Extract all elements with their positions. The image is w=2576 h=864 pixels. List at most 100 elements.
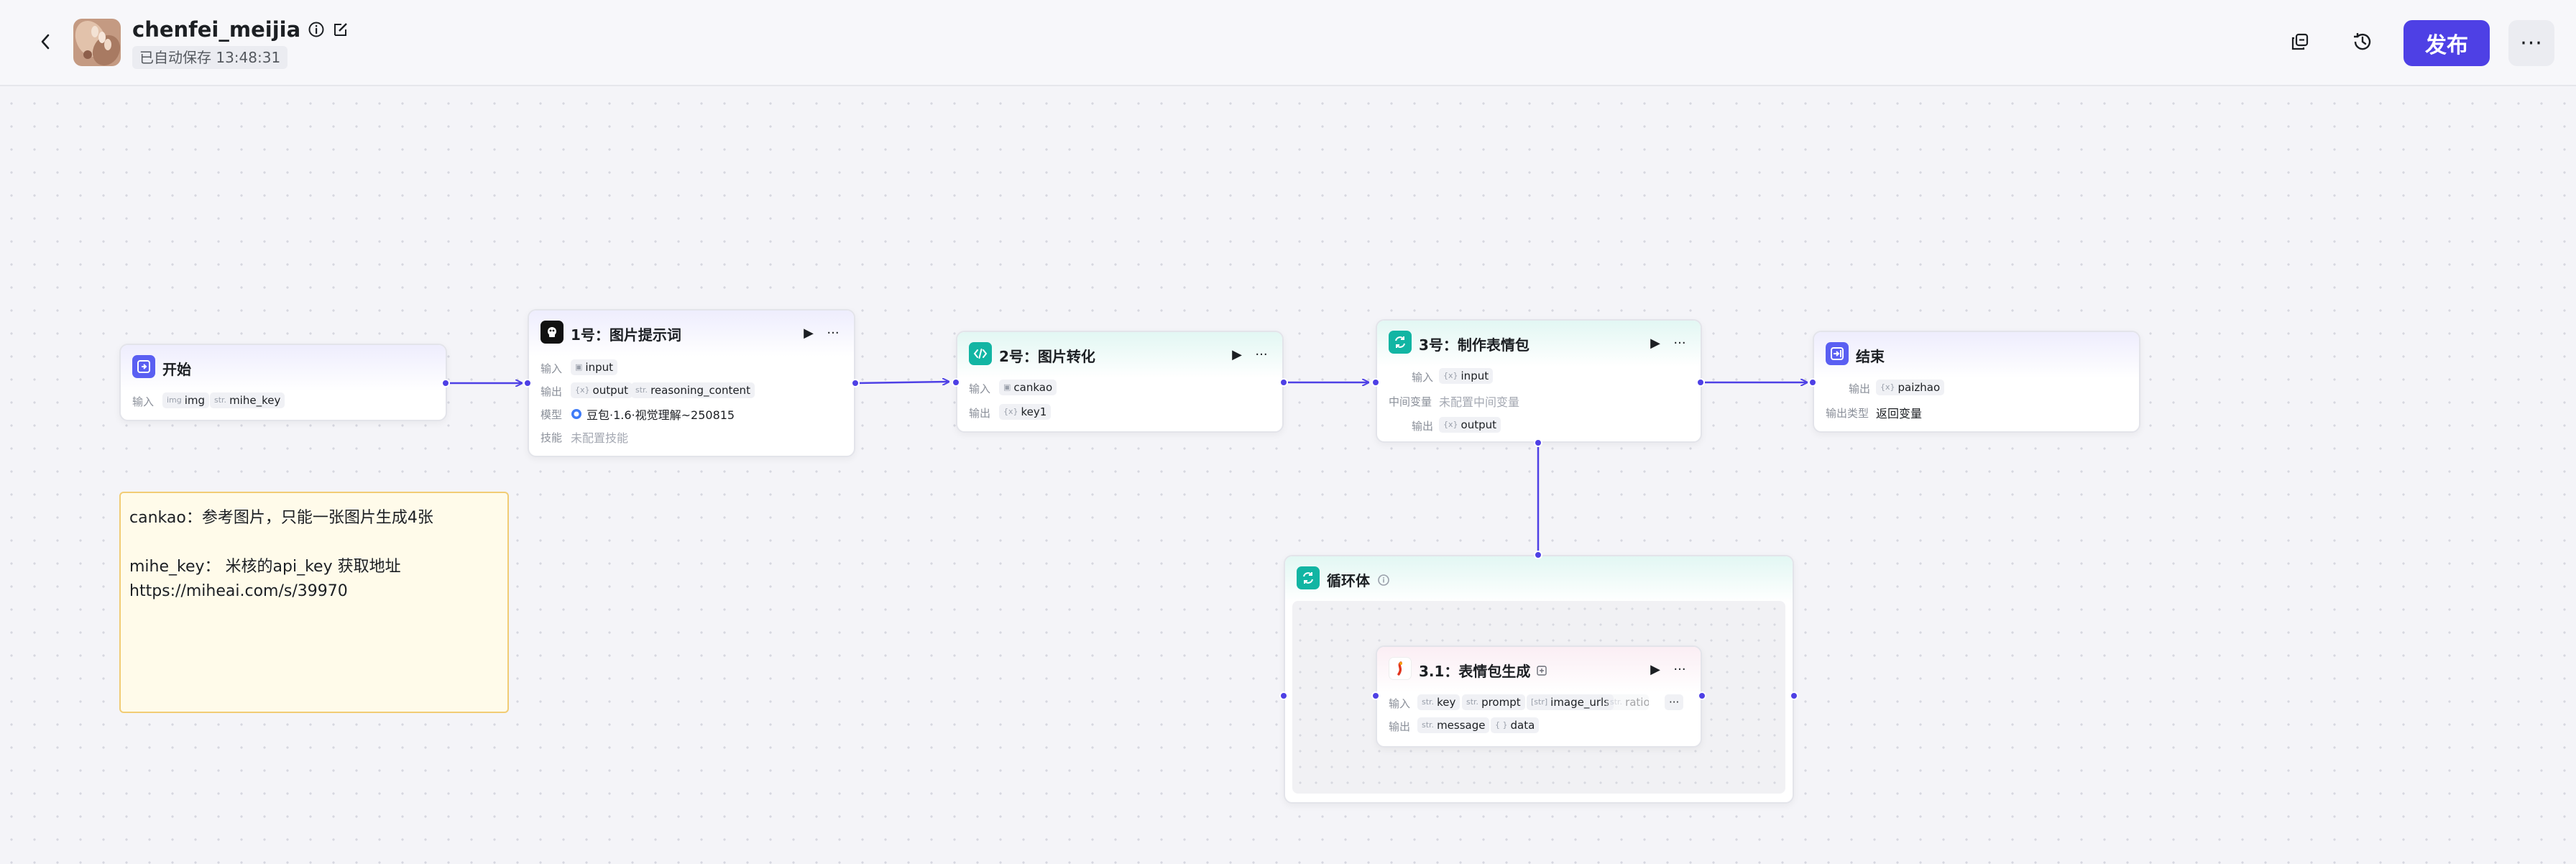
port-n31-out[interactable]	[1698, 691, 1706, 700]
var-type: {x}	[1003, 407, 1018, 416]
edge-n1-n2	[855, 382, 949, 383]
output-var: {x}paizhao	[1876, 380, 1945, 395]
input-var: str.key	[1417, 694, 1460, 710]
workflow-name-text: chenfei_meijia	[132, 17, 301, 42]
history-button[interactable]	[2341, 20, 2384, 63]
edit-icon[interactable]	[332, 21, 349, 38]
info-icon[interactable]	[308, 21, 325, 38]
node-more-button[interactable]: ···	[1673, 335, 1686, 351]
loop-icon	[1297, 566, 1320, 589]
output-label: 输出	[1389, 720, 1411, 733]
var-name: input	[1460, 369, 1489, 382]
input-var: str.ratio	[1606, 694, 1649, 710]
node-2[interactable]: 2号：图片转化 ▶ ··· 输入 ▣cankao 输出 {x}key1	[956, 331, 1284, 433]
node-more-button[interactable]: ···	[1673, 661, 1686, 677]
var-name: img	[184, 394, 206, 407]
comment-note[interactable]: cankao：参考图片，只能一张图片生成4张 mihe_key： 米核的api_…	[119, 492, 509, 713]
output-var: {x}key1	[999, 404, 1052, 420]
port-loop-in-top[interactable]	[1534, 551, 1542, 559]
info-icon[interactable]	[1377, 574, 1390, 587]
var-type: {x}	[1880, 382, 1895, 392]
run-button[interactable]: ▶	[804, 325, 814, 341]
port-n1-out[interactable]	[851, 379, 860, 387]
input-var: ▣input	[571, 359, 617, 375]
node-title: 2号：图片转化	[999, 348, 1095, 365]
node-header	[957, 332, 1282, 378]
node-3-1[interactable]: 3.1：表情包生成 ▶ ··· 输入 str.key str.prompt [s…	[1376, 645, 1702, 748]
var-name: reasoning_content	[650, 384, 750, 397]
output-type-label: 输出类型	[1826, 407, 1869, 420]
input-label: 输入	[969, 382, 991, 395]
run-button[interactable]: ▶	[1650, 661, 1660, 677]
input-var: [str]image_urls	[1527, 694, 1614, 710]
var-name: prompt	[1481, 696, 1521, 709]
var-type: [str]	[1531, 697, 1548, 707]
input-var: {x}input	[1439, 368, 1494, 384]
port-end-in[interactable]	[1808, 378, 1817, 387]
var-type: str.	[1610, 697, 1623, 707]
var-type: str.	[1466, 697, 1479, 707]
node-title: 开始	[162, 361, 191, 378]
node-more-button[interactable]: ···	[827, 325, 840, 341]
port-n2-in[interactable]	[952, 378, 960, 387]
chevron-left-icon	[41, 34, 50, 50]
note-line: cankao：参考图片，只能一张图片生成4张	[129, 509, 433, 527]
port-n31-in[interactable]	[1371, 691, 1380, 700]
top-bar: chenfei_meijia 已自动保存 13:48:31 发布 ···	[0, 0, 2576, 86]
output-type-value: 返回变量	[1876, 407, 1923, 420]
var-type: str.	[635, 385, 648, 395]
node-title: 结束	[1856, 348, 1885, 365]
publish-button[interactable]: 发布	[2404, 20, 2490, 66]
doubao-icon	[571, 409, 581, 419]
port-n3-out[interactable]	[1696, 378, 1705, 387]
mid-var-value: 未配置中间变量	[1439, 395, 1520, 409]
image-type-icon: ▣	[575, 362, 583, 372]
input-label: 输入	[540, 362, 563, 375]
model-label: 模型	[540, 408, 563, 421]
port-loop-right[interactable]	[1790, 691, 1798, 700]
port-n3-loop-out[interactable]	[1534, 438, 1542, 447]
node-header	[1377, 321, 1701, 367]
copy-button[interactable]	[2278, 20, 2322, 63]
skill-label: 技能	[540, 431, 563, 444]
var-type: { }	[1495, 720, 1508, 730]
bot-icon	[540, 321, 564, 344]
var-name: ratio	[1625, 696, 1649, 709]
input-var: ▣cankao	[999, 380, 1057, 395]
avatar-image	[73, 19, 121, 66]
var-type: str.	[214, 395, 227, 405]
input-label: 输入	[1389, 697, 1411, 710]
copy-icon	[2291, 33, 2309, 50]
start-icon	[132, 355, 155, 378]
code-icon	[969, 342, 992, 365]
output-var: str.reasoning_content	[631, 382, 755, 398]
workflow-avatar[interactable]	[73, 19, 121, 66]
port-loop-left[interactable]	[1279, 691, 1288, 700]
node-1[interactable]: 1号：图片提示词 ▶ ··· 输入 ▣input 输出 {x}output st…	[528, 309, 855, 457]
var-name: output	[1460, 418, 1496, 431]
more-inputs-button[interactable]: ···	[1665, 694, 1684, 710]
run-button[interactable]: ▶	[1232, 346, 1242, 362]
var-type: {x}	[1443, 420, 1458, 429]
back-button[interactable]	[33, 27, 58, 56]
port-n2-out[interactable]	[1279, 378, 1288, 387]
run-button[interactable]: ▶	[1650, 335, 1660, 351]
var-name: paizhao	[1898, 381, 1941, 394]
var-type: {x}	[575, 385, 590, 395]
input-var: str.mihe_key	[210, 392, 285, 408]
port-start-out[interactable]	[441, 379, 450, 387]
node-title: 循环体	[1327, 569, 1390, 590]
port-n1-in[interactable]	[523, 379, 532, 387]
mid-var-label: 中间变量	[1389, 395, 1432, 408]
more-button[interactable]: ···	[2508, 20, 2554, 66]
node-more-button[interactable]: ···	[1255, 346, 1268, 362]
input-label: 输入	[1412, 371, 1434, 384]
var-name: message	[1437, 719, 1486, 732]
var-name: image_urls	[1550, 696, 1610, 709]
node-3[interactable]: 3号：制作表情包 ▶ ··· 输入 {x}input 中间变量 未配置中间变量 …	[1376, 319, 1702, 443]
port-n3-in[interactable]	[1371, 378, 1380, 387]
node-end[interactable]: 结束 输出 {x}paizhao 输出类型 返回变量	[1813, 331, 2140, 433]
input-label: 输入	[132, 395, 155, 408]
